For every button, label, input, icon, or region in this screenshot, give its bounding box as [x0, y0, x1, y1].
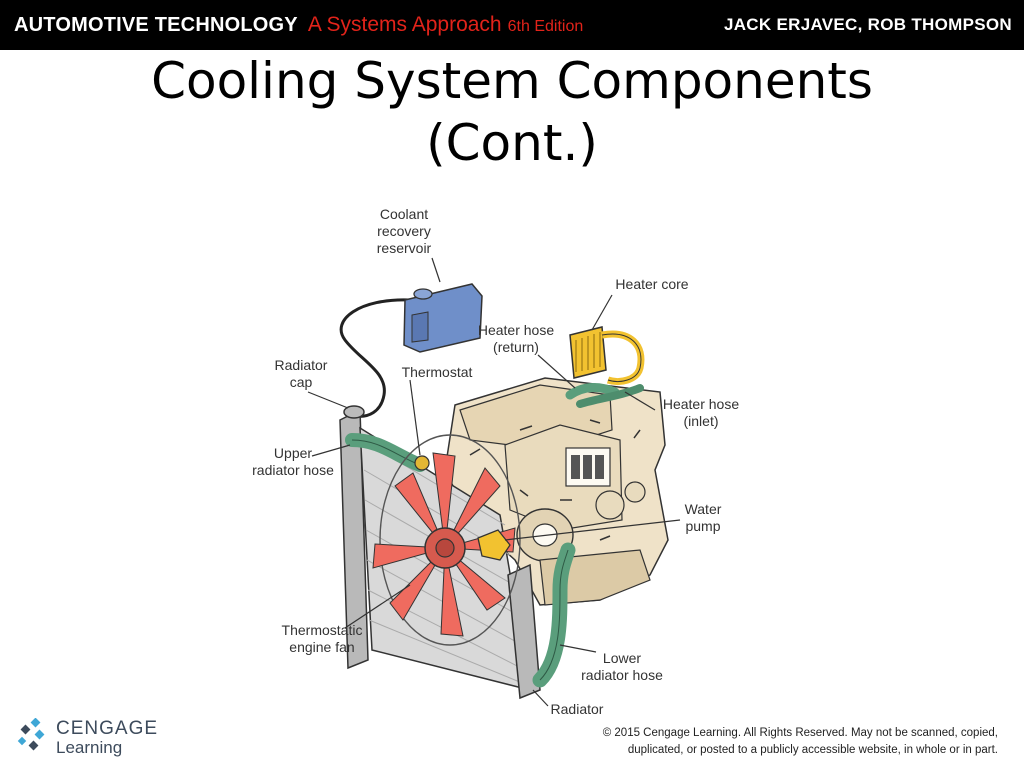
logo-wordmark-learning: Learning: [56, 738, 123, 757]
cengage-learning-logo: CENGAGE Learning: [16, 716, 159, 760]
thermostatic-engine-fan: [372, 452, 516, 637]
lower-radiator-hose-outline: [539, 549, 569, 681]
heater-hose-return: [565, 383, 620, 400]
slide-title-line-2: (Cont.): [426, 114, 598, 172]
heater-hose-inlet: [576, 384, 644, 408]
book-title: AUTOMOTIVE TECHNOLOGY: [14, 14, 298, 36]
thermostat: [414, 455, 430, 471]
engine-block: [444, 377, 669, 606]
label-heater-hose-inlet: Heater hose (inlet): [662, 396, 740, 429]
copyright-line-2: duplicated, or posted to a publicly acce…: [627, 744, 998, 756]
water-pump: [477, 529, 511, 561]
label-thermostat: Thermostat: [401, 364, 473, 380]
fan-shroud: [379, 434, 521, 646]
book-edition: 6th Edition: [507, 18, 584, 35]
slide-title-line-1: Cooling System Components: [151, 52, 873, 110]
header-bar: AUTOMOTIVE TECHNOLOGY A Systems Approach 6…: [0, 0, 1024, 50]
copyright-notice: © 2015 Cengage Learning. All Rights Rese…: [538, 725, 998, 759]
label-heater-core: Heater core: [615, 276, 689, 292]
label-radiator: Radiator: [550, 701, 604, 717]
coolant-recovery-reservoir: [403, 283, 483, 353]
label-coolant-recovery-reservoir: Coolant recovery reservoir: [376, 206, 432, 256]
heater-core: [569, 326, 645, 385]
book-title-group: AUTOMOTIVE TECHNOLOGY A Systems Approach 6…: [14, 12, 583, 40]
label-heater-hose-return: Heater hose (return): [477, 322, 555, 355]
book-subtitle: A Systems Approach: [307, 13, 502, 36]
upper-radiator-hose: [345, 433, 427, 472]
label-radiator-cap: Radiator cap: [274, 357, 328, 390]
label-upper-radiator-hose: Upper radiator hose: [252, 445, 334, 478]
slide-title: Cooling System Components (Cont.): [0, 50, 1024, 174]
logo-wordmark-cengage: CENGAGE: [56, 718, 159, 739]
book-authors: JACK ERJAVEC, ROB THOMPSON: [723, 15, 1012, 34]
radiator: [339, 405, 541, 700]
reservoir-overflow-tube: [339, 298, 411, 418]
callout-leader-lines: [307, 257, 681, 707]
label-thermostatic-engine-fan: Thermostatic engine fan: [281, 622, 363, 655]
cengage-logo-mark-icon: [17, 718, 45, 751]
upper-radiator-hose-outline: [351, 439, 421, 466]
copyright-line-1: © 2015 Cengage Learning. All Rights Rese…: [602, 727, 998, 739]
lower-radiator-hose: [532, 542, 576, 688]
label-lower-radiator-hose: Lower radiator hose: [581, 650, 663, 683]
label-water-pump: Water pump: [684, 501, 722, 534]
